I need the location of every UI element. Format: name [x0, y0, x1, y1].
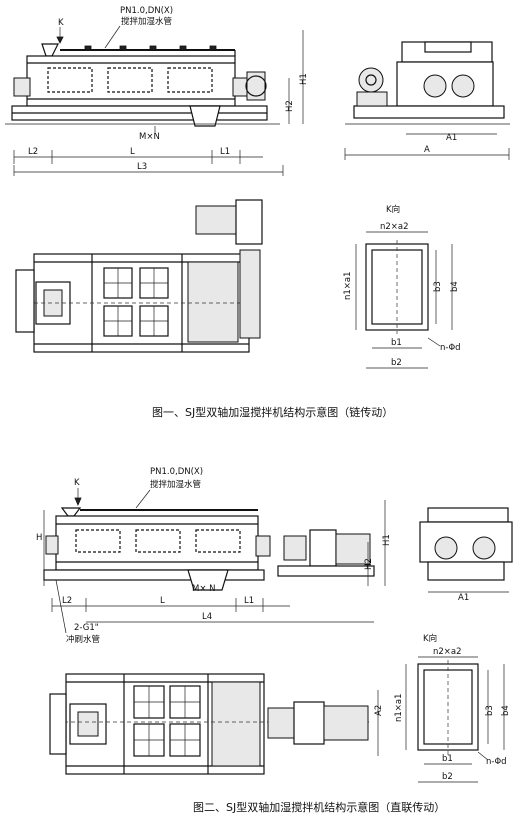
fig2-caption: 图二、SJ型双轴加湿搅拌机结构示意图（直联传动） [193, 800, 445, 814]
fig2-flush-size: 2-G1" [74, 623, 99, 633]
fig1-top-view [15, 199, 263, 353]
fig2-dim-l4: L4 [202, 612, 212, 622]
fig2-dim-h2: H2 [364, 558, 374, 570]
fig1-dim-a1: A1 [446, 133, 457, 143]
fig1-k-dim-b3: b3 [433, 281, 443, 292]
fig2-flush-label: 冲刷水管 [66, 634, 100, 645]
fig1-view-mark-k: K [58, 18, 64, 28]
fig1-dim-mn: M×N [139, 132, 160, 142]
fig2-k-view-title: K向 [423, 633, 437, 644]
fig1-end-view: A1 A [344, 41, 510, 160]
fig1-k-view-title: K向 [386, 204, 400, 215]
fig2-dim-a2: A2 [374, 705, 384, 716]
fig2-dim-mn: M× N [192, 584, 216, 594]
fig2-side-view: K PN1.0,DN(X) 搅拌加湿水管 M× N [36, 467, 392, 645]
fig2-k-dim-n2a2: n2×a2 [433, 647, 462, 657]
fig1-side-view: K PN1.0,DN(X) 搅拌加湿水管 [5, 6, 309, 176]
fig2-top-view: A2 [49, 673, 384, 775]
fig1-k-dim-n2a2: n2×a2 [380, 222, 409, 232]
fig1-pipe-label: 搅拌加湿水管 [121, 16, 172, 27]
fig2-k-view: K向 n2×a2 n1×a1 b3 b4 b1 b2 n-Φd [394, 633, 511, 783]
fig1-k-dim-b2: b2 [391, 358, 402, 368]
fig2-k-dim-b2: b2 [442, 772, 453, 782]
fig2-pressure-label: PN1.0,DN(X) [150, 467, 203, 477]
fig2-dim-l: L [160, 596, 165, 606]
fig1-caption: 图一、SJ型双轴加湿搅拌机结构示意图（链传动） [152, 405, 393, 419]
fig1-k-dim-n1a1: n1×a1 [343, 271, 353, 300]
fig2-dim-l1: L1 [244, 596, 254, 606]
fig1-k-view: K向 n2×a2 n1×a1 b3 b4 b1 b2 n-Φd [343, 204, 461, 369]
fig1-dim-l: L [130, 147, 135, 157]
fig2-end-view: A1 [419, 507, 513, 603]
fig2-k-dim-b3: b3 [485, 705, 495, 716]
fig1-dim-a: A [424, 145, 430, 155]
figure1: K PN1.0,DN(X) 搅拌加湿水管 [5, 6, 510, 419]
fig2-k-dim-nd: n-Φd [486, 757, 507, 767]
fig2-dim-h1: H1 [382, 534, 392, 546]
figure2: K PN1.0,DN(X) 搅拌加湿水管 M× N [36, 467, 513, 814]
fig1-k-dim-b4: b4 [450, 281, 460, 292]
fig2-k-dim-b1: b1 [442, 754, 453, 764]
fig2-view-mark-k: K [74, 478, 80, 488]
fig2-dim-a1: A1 [458, 593, 469, 603]
fig2-dim-h: H [36, 533, 42, 543]
fig1-dim-l2: L2 [28, 147, 38, 157]
fig2-k-dim-n1a1: n1×a1 [394, 693, 404, 722]
fig2-pipe-label: 搅拌加湿水管 [150, 479, 201, 490]
fig1-dim-h2: H2 [285, 100, 295, 112]
fig1-dim-l3: L3 [137, 162, 147, 172]
fig2-dim-l2: L2 [62, 596, 72, 606]
fig1-k-dim-b1: b1 [391, 338, 402, 348]
fig2-k-dim-b4: b4 [501, 705, 511, 716]
fig1-k-dim-nd: n-Φd [440, 343, 461, 353]
fig1-pressure-label: PN1.0,DN(X) [120, 6, 173, 16]
fig1-dim-l1: L1 [220, 147, 230, 157]
fig1-dim-h1: H1 [299, 73, 309, 85]
